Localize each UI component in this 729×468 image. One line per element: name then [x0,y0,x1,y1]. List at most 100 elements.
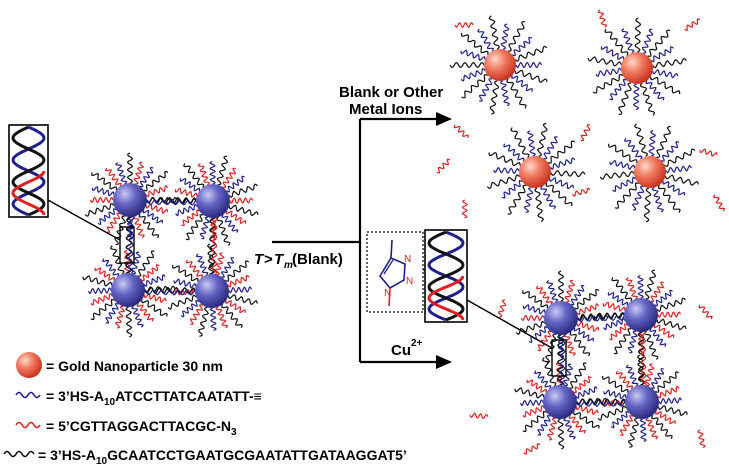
free-gold-nanoparticle [621,52,653,84]
free-particle-strand [614,182,639,209]
free-particle-strand [537,122,548,157]
cu-label: Cu 2+ [391,338,423,359]
left-aggregate-strand [82,275,113,287]
right-aggregate-strand [546,279,559,303]
right-aggregate-strand [519,399,544,407]
free-particle-strand [515,61,543,69]
right-aggregate-strand [609,323,628,341]
left-aggregate-strand [94,267,115,281]
left-aggregate-strand [145,203,169,215]
loose-red-strand [436,158,451,174]
free-particle-strand [507,184,527,215]
right-aggregate-nanoparticle [544,301,578,335]
left-aggregate-strand [89,196,114,204]
left-aggregate-strand [225,260,250,282]
free-particle-strand [634,123,649,157]
right-aggregate-strand [656,318,687,331]
right-aggregate-strand [536,285,553,305]
free-particle-strand [514,69,548,83]
loose-red-strand [697,429,706,449]
left-aggregate-strand [136,303,154,322]
free-particle-strand [665,164,692,174]
left-aggregate-strand [142,209,164,224]
free-particle-strand [650,46,674,63]
right-aggregate-strand [637,274,644,299]
free-particle-strand [599,170,635,180]
left-aggregate-strand [115,161,128,185]
free-particle-strand [664,174,699,186]
right-aggregate-strand [644,330,659,360]
svg-text:Cu: Cu [391,342,411,359]
free-particle-strand [592,73,624,94]
right-aggregate-strand [515,320,546,335]
free-particle-strand [661,141,680,162]
right-aggregate-strand [625,364,639,387]
right-aggregate-strand [557,270,565,302]
right-aggregate-nanoparticle [543,385,577,419]
left-aggregate-strand [105,303,119,324]
left-aggregate-strand [175,203,198,217]
free-particle-strand [550,169,586,178]
left-aggregate-strand [141,299,168,317]
right-aggregate-strand [651,415,673,440]
free-particle-strand [478,78,493,102]
left-aggregate-nanoparticle [113,183,147,217]
left-aggregate-strand [180,299,199,318]
right-aggregate-strand [653,324,675,339]
svg-text:>: > [264,251,273,268]
legend-text-nanoparticle: = Gold Nanoparticle 30 nm [46,358,223,374]
left-aggregate-strand [97,208,117,225]
left-aggregate-strand [91,172,118,191]
left-aggregate-strand [167,294,197,310]
right-aggregate-strand [613,328,632,355]
free-particle-strand [547,140,576,164]
right-aggregate-strand [569,331,591,357]
svg-text:2+: 2+ [411,338,423,349]
inset-helix-strand [427,275,465,321]
free-particle-strand [488,15,500,50]
free-particle-strand [641,28,654,54]
free-particle-strand [486,174,521,190]
left-aggregate-strand [130,251,142,275]
free-particle-strand [549,157,576,170]
svg-text:N: N [384,288,391,299]
right-aggregate-strand [644,363,655,387]
right-aggregate-strand [610,410,629,429]
free-particle-strand [506,78,527,109]
right-aggregate-strand [655,410,676,425]
right-aggregate-strand [597,405,627,421]
left-aggregate-strand [209,307,217,332]
free-particle-strand [489,80,500,115]
free-particle-strand [449,61,485,69]
left-aggregate-strand [133,161,145,185]
free-particle-strand [656,125,671,158]
right-aggregate-strand [570,284,585,306]
legend-text-black-strand: = 3’HS-A10GCAATCCTGAATGCGAATATTGATAAGGAT… [38,447,407,467]
right-aggregate-strand [627,330,638,354]
left-aggregate-strand [84,202,115,217]
loose-red-strand [712,194,726,212]
right-aggregate-strand [564,279,576,303]
free-particle-strand [608,143,638,164]
loose-red-strand [597,9,608,28]
svg-text:T: T [254,251,265,268]
arrow-head-lower [436,355,452,369]
right-aggregate-strand [603,389,627,400]
free-particle-strand [460,49,486,61]
free-particle-strand [647,29,671,57]
loose-red-strand [523,443,541,455]
legend-red-strand-icon [15,421,41,429]
free-particle-strand [634,17,642,53]
left-aggregate-strand [197,306,209,337]
right-aggregate-strand [562,363,574,387]
left-aggregate-strand [172,264,199,282]
free-particle-strand [624,138,643,160]
free-particle-strand [662,180,686,196]
free-particle-strand [493,166,520,175]
svg-text:N: N [404,254,411,265]
left-aggregate-nanoparticle [196,184,230,218]
free-particle-strand [651,186,664,213]
free-particle-strand [543,136,558,160]
free-particle-strand [639,82,656,116]
svg-text:N: N [406,276,413,287]
